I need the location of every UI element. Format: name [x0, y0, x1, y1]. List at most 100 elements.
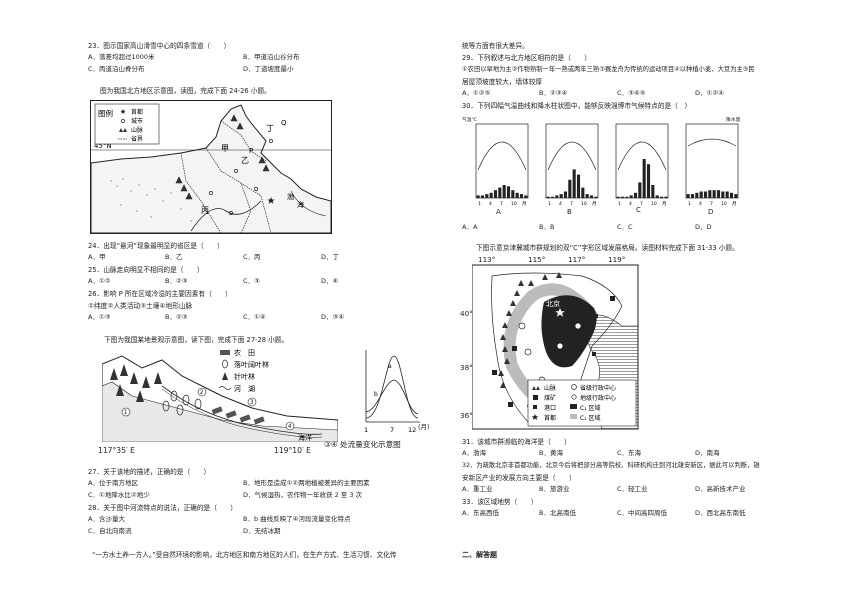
map-label-hai: 海 [297, 200, 304, 209]
q25-option-b[interactable]: B．②③ [165, 277, 188, 285]
q33-option-c[interactable]: C．中间高四周低 [617, 509, 668, 517]
q30-option-b[interactable]: B．B [539, 223, 555, 231]
q23-option-c[interactable]: C．丙道沿山脊分布 [88, 65, 145, 73]
landscape-illustration: 1 2 3 4 海洋 农 田 落叶阔叶林 针叶林 河 湖 [101, 346, 339, 443]
climate-precip-bar [576, 174, 581, 198]
climate-name-d: D [708, 208, 714, 216]
q27-option-b[interactable]: B．地形是造成①②两地植被差异的主要因素 [243, 479, 370, 487]
q25-option-a[interactable]: A．①② [88, 277, 111, 285]
jjj-capital-label: 北京 [546, 299, 560, 308]
climate-precip-bar [498, 187, 502, 198]
q24-option-a[interactable]: A．甲 [88, 253, 106, 261]
jjj-lat-40: 40° [460, 309, 473, 318]
climate-precip-bar [651, 185, 655, 198]
q23-option-b[interactable]: B．甲道沿山谷分布 [243, 53, 300, 61]
map-label-yi: 乙 [241, 156, 249, 165]
flow-chart-title: ③④ 处流量变化示意图 [324, 440, 401, 449]
q29-option-d[interactable]: D．①②④ [695, 89, 724, 97]
jjj-legend-mountain: 山脉 [544, 384, 556, 392]
climate-precip-bar [686, 194, 690, 198]
q31-option-a[interactable]: A．渤海 [462, 449, 486, 457]
q32-option-d[interactable]: D．高新技术产业 [695, 485, 746, 493]
q23-option-a[interactable]: A．落差均超过1000米 [88, 53, 155, 61]
climate-x-tick: 1 [618, 201, 621, 207]
q29-line3: 居屋顶坡度较大，墙体较厚 [462, 78, 543, 86]
q26-option-b[interactable]: B．②③ [165, 313, 188, 321]
climate-x-tick: 7 [640, 201, 643, 207]
climate-precip-bar [519, 194, 524, 198]
q28-option-d[interactable]: D．无结冰期 [243, 527, 281, 535]
q33-option-b[interactable]: B．北高南低 [539, 509, 576, 517]
climate-precip-bar [572, 169, 576, 198]
climate-temp-curve [617, 141, 667, 171]
q24-option-b[interactable]: B．乙 [165, 253, 183, 261]
q30-option-a[interactable]: A．A [462, 223, 478, 231]
climate-name-c: C [636, 206, 641, 214]
q26-option-a[interactable]: A．①③ [88, 313, 111, 321]
landscape-coord-left: 117°35′ E [98, 446, 135, 455]
climate-x-tick: 4 [559, 201, 562, 207]
q32-option-c[interactable]: C．轻工业 [617, 485, 648, 493]
climate-precip-bar [476, 195, 480, 198]
q27-option-d[interactable]: D．气候湿热，农作物一年收获 2 至 3 次 [243, 491, 363, 499]
climate-precip-bar [716, 190, 721, 198]
map-label-jia: 甲 [221, 144, 229, 153]
jjj-lat-38: 38° [460, 363, 473, 372]
q31-option-c[interactable]: C．东海 [617, 449, 642, 457]
climate-precip-bar [712, 190, 716, 198]
q31-option-d[interactable]: D．南海 [695, 449, 720, 457]
jjj-legend-city-icon [571, 394, 577, 400]
jjj-legend-c2: C₂ 区域 [580, 414, 601, 422]
climate-precip-bar [729, 192, 734, 198]
q32-option-a[interactable]: A．重工业 [462, 485, 493, 493]
q30-option-d[interactable]: D．D [695, 223, 712, 231]
legend-city-icon [121, 119, 125, 123]
climate-x-tick: 7 [570, 201, 573, 207]
q24-option-c[interactable]: C．丙 [243, 253, 261, 261]
q31-option-b[interactable]: B．黄海 [539, 449, 563, 457]
svg-text:4: 4 [288, 423, 292, 430]
climate-precip-bar [581, 187, 585, 198]
q26-option-d[interactable]: D．③④ [321, 313, 345, 321]
q26-sub: ①纬度②人类活动③土壤④地形山脉 [88, 302, 193, 310]
q33-option-a[interactable]: A．东高西低 [462, 509, 499, 517]
q30-option-c[interactable]: C．C [617, 223, 633, 231]
q29-option-a[interactable]: A．①②⑤ [462, 89, 491, 97]
q27-option-c[interactable]: C．①地降水比②地少 [88, 491, 150, 499]
q27-option-a[interactable]: A．位于南方地区 [88, 479, 138, 487]
climate-precip-bar [524, 195, 528, 198]
map-legend-border: 省界 [131, 135, 143, 143]
climate-x-tick: 4 [629, 201, 632, 207]
map-label-bo: 渤 [287, 192, 294, 201]
q30-stem: 30．下列四幅气温曲线和降水柱状图中，能够反映淄博市气候特点的是（ ） [462, 102, 692, 110]
q25-option-d[interactable]: D．④ [321, 277, 339, 285]
q23-option-d[interactable]: D．丁道坡度最小 [243, 65, 294, 73]
q24-option-d[interactable]: D．丁 [321, 253, 340, 261]
landscape-legend-river: 河 湖 [234, 384, 255, 393]
climate-precip-bar [515, 192, 519, 198]
climate-y-left: 气温℃ [462, 118, 477, 123]
q26-option-c[interactable]: C．①④ [243, 313, 266, 321]
jjj-lon-119: 119° [608, 255, 626, 264]
q32-option-b[interactable]: B．旅游业 [539, 485, 570, 493]
flow-tick-7: 7 [390, 426, 394, 434]
climate-precip-bar [555, 195, 559, 198]
q28-option-c[interactable]: C．自北向南流 [88, 527, 132, 535]
q25-option-c[interactable]: C．③ [243, 277, 260, 285]
q29-option-b[interactable]: B．②③④ [539, 89, 568, 97]
climate-x-tick: 月 [662, 201, 667, 207]
climate-precip-bar [642, 159, 646, 198]
q27-stem: 27．关于该地的描述，正确的是（ ） [88, 468, 211, 476]
climate-temp-curve [547, 141, 597, 171]
q28-option-a[interactable]: A．含沙量大 [88, 515, 125, 523]
q33-stem: 33．该区域地势（ ） [462, 498, 538, 506]
climate-precip-bar [563, 191, 568, 198]
map-label-ding: 丁 [266, 124, 274, 133]
north-china-map-svg: 甲 乙 丙 丁 P Q 渤 海 45°N 图例 首都 城市 山脉 省界 [90, 103, 332, 234]
q29-option-c[interactable]: C．③④⑤ [617, 89, 646, 97]
climate-precip-bar [594, 196, 598, 198]
q33-option-d[interactable]: D．西北高东南低 [695, 509, 746, 517]
climate-name-b: B [567, 208, 572, 216]
landscape-coord-right: 119°10′ E [274, 446, 311, 455]
q28-option-b[interactable]: B．b 曲线反映了④河段流量变化特点 [243, 515, 351, 523]
